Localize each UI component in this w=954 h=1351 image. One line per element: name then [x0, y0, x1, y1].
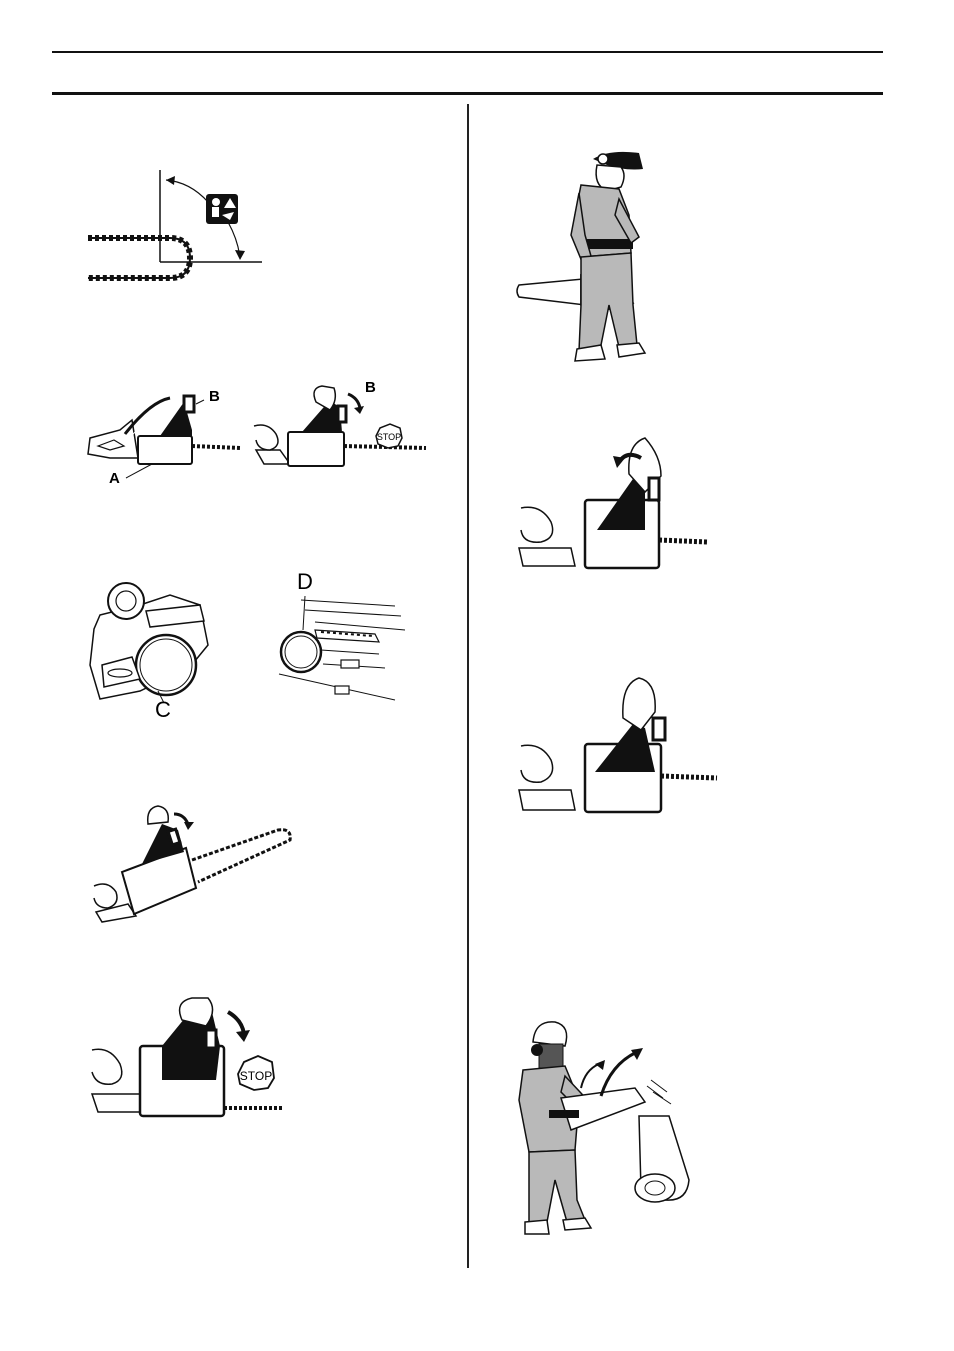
brake-lever-position-illustration — [515, 672, 725, 817]
stop-sign-2: STOP — [240, 1069, 272, 1083]
brake-release-illustration — [515, 430, 715, 575]
warning-symbol-icon — [206, 194, 238, 224]
label-d: D — [297, 571, 313, 593]
brake-activated-stop-illustration: STOP — [88, 990, 288, 1120]
chain-brake-guard-illustration — [80, 390, 250, 480]
brake-tilted-saw-illustration — [88, 800, 298, 925]
clutch-cover-illustration — [80, 575, 230, 710]
operator-carrying-saw-illustration — [515, 145, 665, 370]
column-divider — [467, 104, 469, 1268]
kickback-zone-illustration — [80, 160, 270, 300]
chain-brake-activation-illustration: STOP — [250, 380, 430, 470]
label-a: A — [109, 471, 120, 486]
stop-sign-1: STOP — [377, 432, 401, 442]
label-c: C — [155, 699, 171, 721]
label-b-2: B — [365, 380, 376, 395]
brake-band-illustration — [275, 590, 415, 705]
operator-cutting-log-illustration — [515, 1020, 695, 1240]
header-rule-top — [52, 51, 883, 53]
header-rule-bottom — [52, 92, 883, 95]
label-b-1: B — [209, 389, 220, 404]
